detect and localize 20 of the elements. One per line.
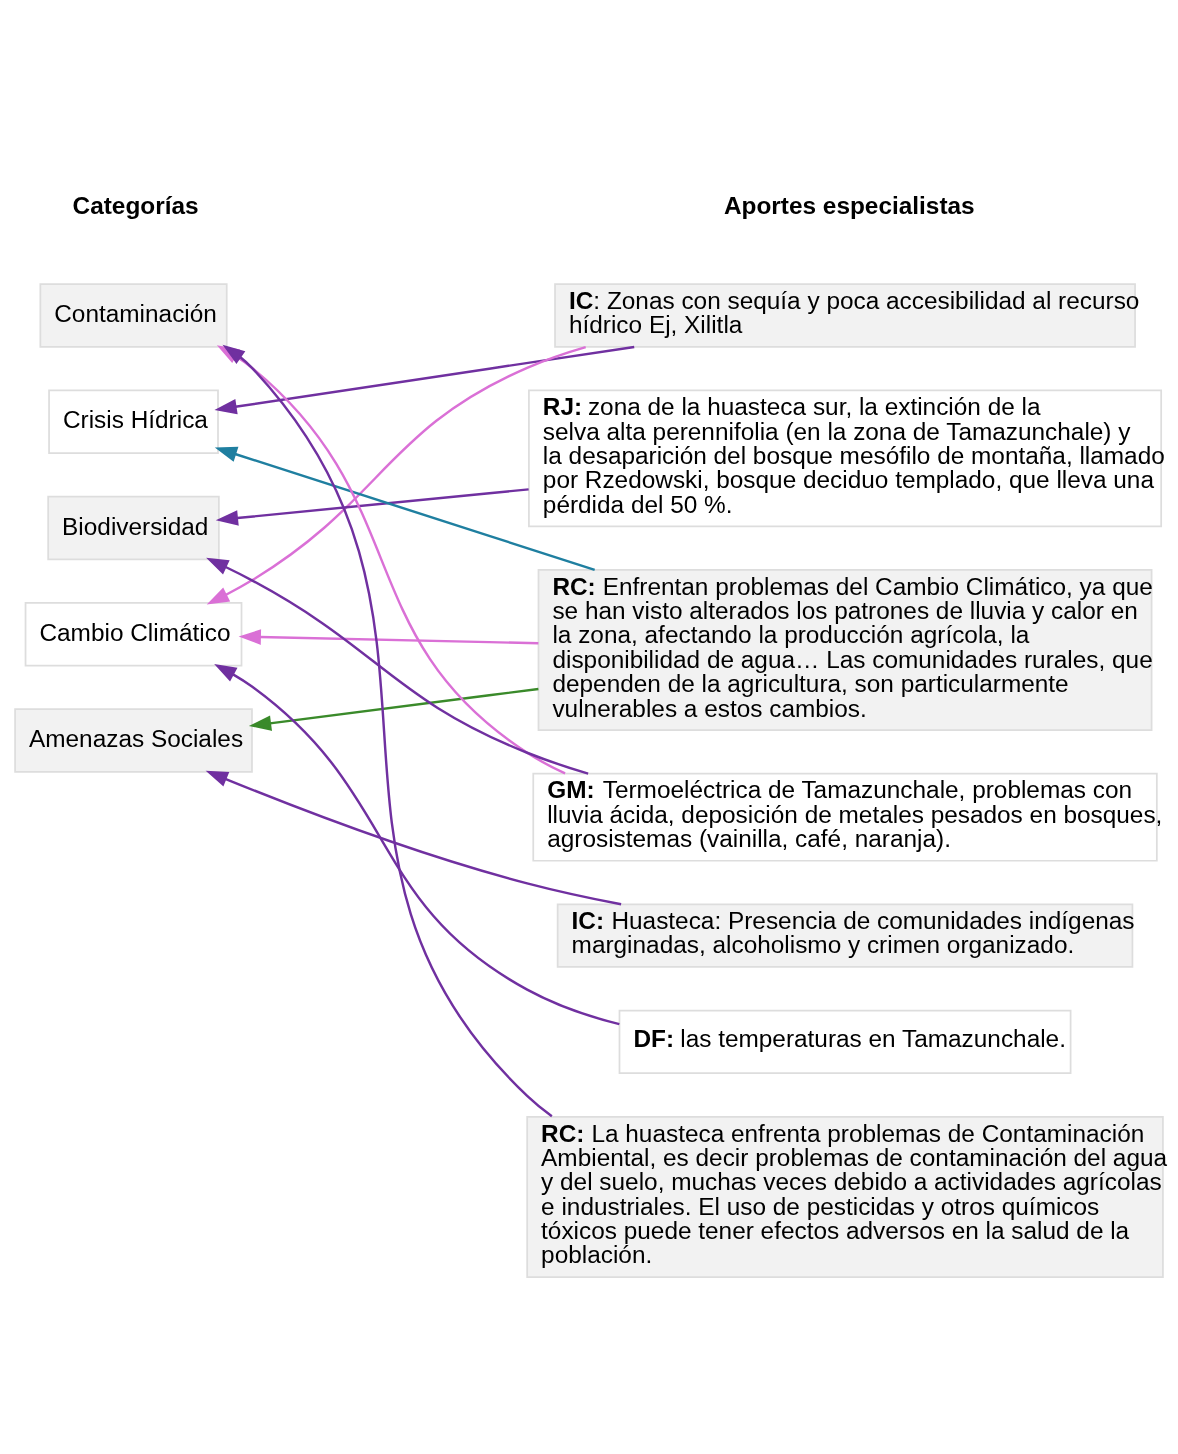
node-box: Contaminación — [39, 282, 228, 348]
node-box: Cambio Climático — [24, 601, 243, 667]
node-box: GM: Termoeléctrica de Tamazunchale, problemas con lluvia ácida, deposición de metales pesados en bosques, agrosistemas (vainilla, café, naranja). — [532, 772, 1158, 862]
node-box: Biodiversidad — [47, 495, 220, 560]
arrow — [248, 687, 539, 731]
node-box: DF: las temperaturas en Tamazunchale. — [618, 1009, 1072, 1074]
node-box: RC: Enfrentan problemas del Cambio Climático, ya que se han visto alterados los patrones de lluvia y calor en la zona, afectando la producción agrícola, la disponibilidad de agua… Las comunidades rurales, que dependen de la agricultura, son particularmente vulnerables a estos cambios. — [537, 568, 1153, 731]
node-box: Amenazas Sociales — [14, 707, 253, 773]
node-box: RJ: zona de la huasteca sur, la extinción de la selva alta perennifolia (en la zona de Tamazunchale) y la desaparición del bosque mesófilo de montaña, llamado por Rzedowski, bosque deciduo templado, que lleva una pérdida del 50 %. — [528, 389, 1163, 527]
arrow — [222, 344, 553, 1117]
arrow — [238, 628, 539, 645]
arrow — [206, 557, 589, 775]
label: Aportes especialistas — [723, 191, 975, 219]
arrow — [215, 487, 529, 526]
node-box: IC: Huasteca: Presencia de comunidades indígenas marginadas, alcoholismo y crimen organizado. — [556, 902, 1134, 968]
arrow — [214, 446, 596, 571]
label: Categorías — [72, 191, 199, 219]
arrow — [205, 770, 622, 905]
node-box: Crisis Hídrica — [48, 389, 219, 454]
arrow — [214, 663, 620, 1025]
